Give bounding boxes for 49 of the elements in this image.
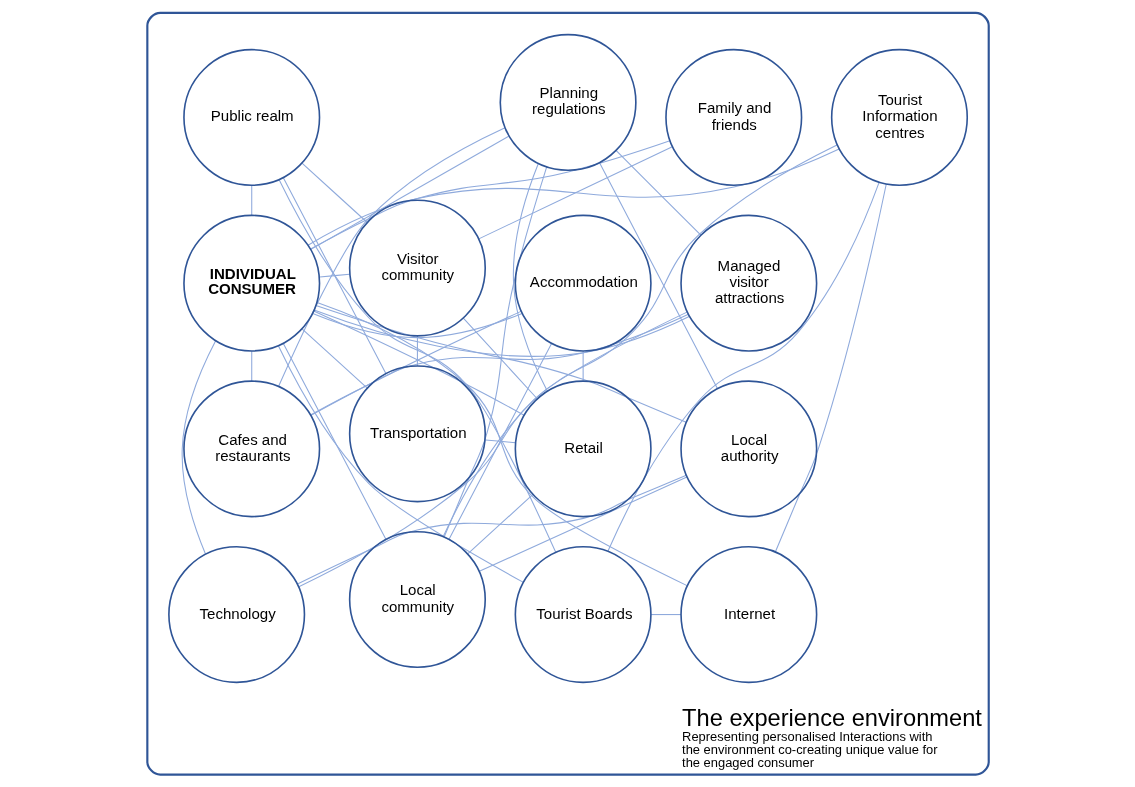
connector <box>309 140 670 250</box>
connector <box>466 493 533 555</box>
node-circle: Tourist Information centres <box>830 48 968 187</box>
connector <box>512 163 548 392</box>
connector <box>250 184 252 216</box>
connector <box>318 273 350 278</box>
node-circle: Technology <box>167 545 305 684</box>
connector <box>282 343 386 540</box>
connector <box>774 183 887 553</box>
connector <box>615 150 701 236</box>
connector <box>462 317 537 400</box>
connector <box>309 135 509 250</box>
connector <box>300 328 368 389</box>
node-circle: INDIVIDUAL CONSUMER <box>182 214 320 352</box>
node-circle: Tourist Boards <box>514 545 652 684</box>
connector <box>282 177 386 375</box>
connector <box>650 614 681 616</box>
connector <box>478 476 687 572</box>
connector <box>582 350 584 382</box>
connector <box>181 340 216 555</box>
node-circle: Local community <box>348 530 486 669</box>
connector <box>277 345 524 583</box>
connector <box>250 350 252 382</box>
connector <box>313 309 690 357</box>
node-circle: Planning regulations <box>498 33 637 171</box>
node-circle: Internet <box>679 545 817 684</box>
connector <box>606 182 880 552</box>
node-circle: Visitor community <box>348 199 486 337</box>
connector <box>316 302 688 587</box>
node-circle: Managed visitor attractions <box>679 214 817 352</box>
node-circle: Cafes and restaurants <box>182 380 320 518</box>
connector <box>443 166 547 538</box>
connector <box>278 179 556 553</box>
connector <box>277 127 506 388</box>
node-circle: Retail <box>514 380 652 518</box>
connector <box>311 312 523 339</box>
node-circle: Transportation <box>348 365 486 503</box>
node-circle: Public realm <box>182 48 320 187</box>
connector <box>296 474 687 585</box>
connector <box>477 146 673 240</box>
connector <box>598 162 718 390</box>
node-circle: Local authority <box>679 380 817 518</box>
connector <box>442 311 687 537</box>
connector <box>306 148 840 246</box>
connector <box>448 342 552 540</box>
node-circle: Family and friends <box>664 48 802 187</box>
connector <box>297 144 837 588</box>
node-circle: Accommodation <box>514 214 652 352</box>
connector <box>484 439 516 444</box>
